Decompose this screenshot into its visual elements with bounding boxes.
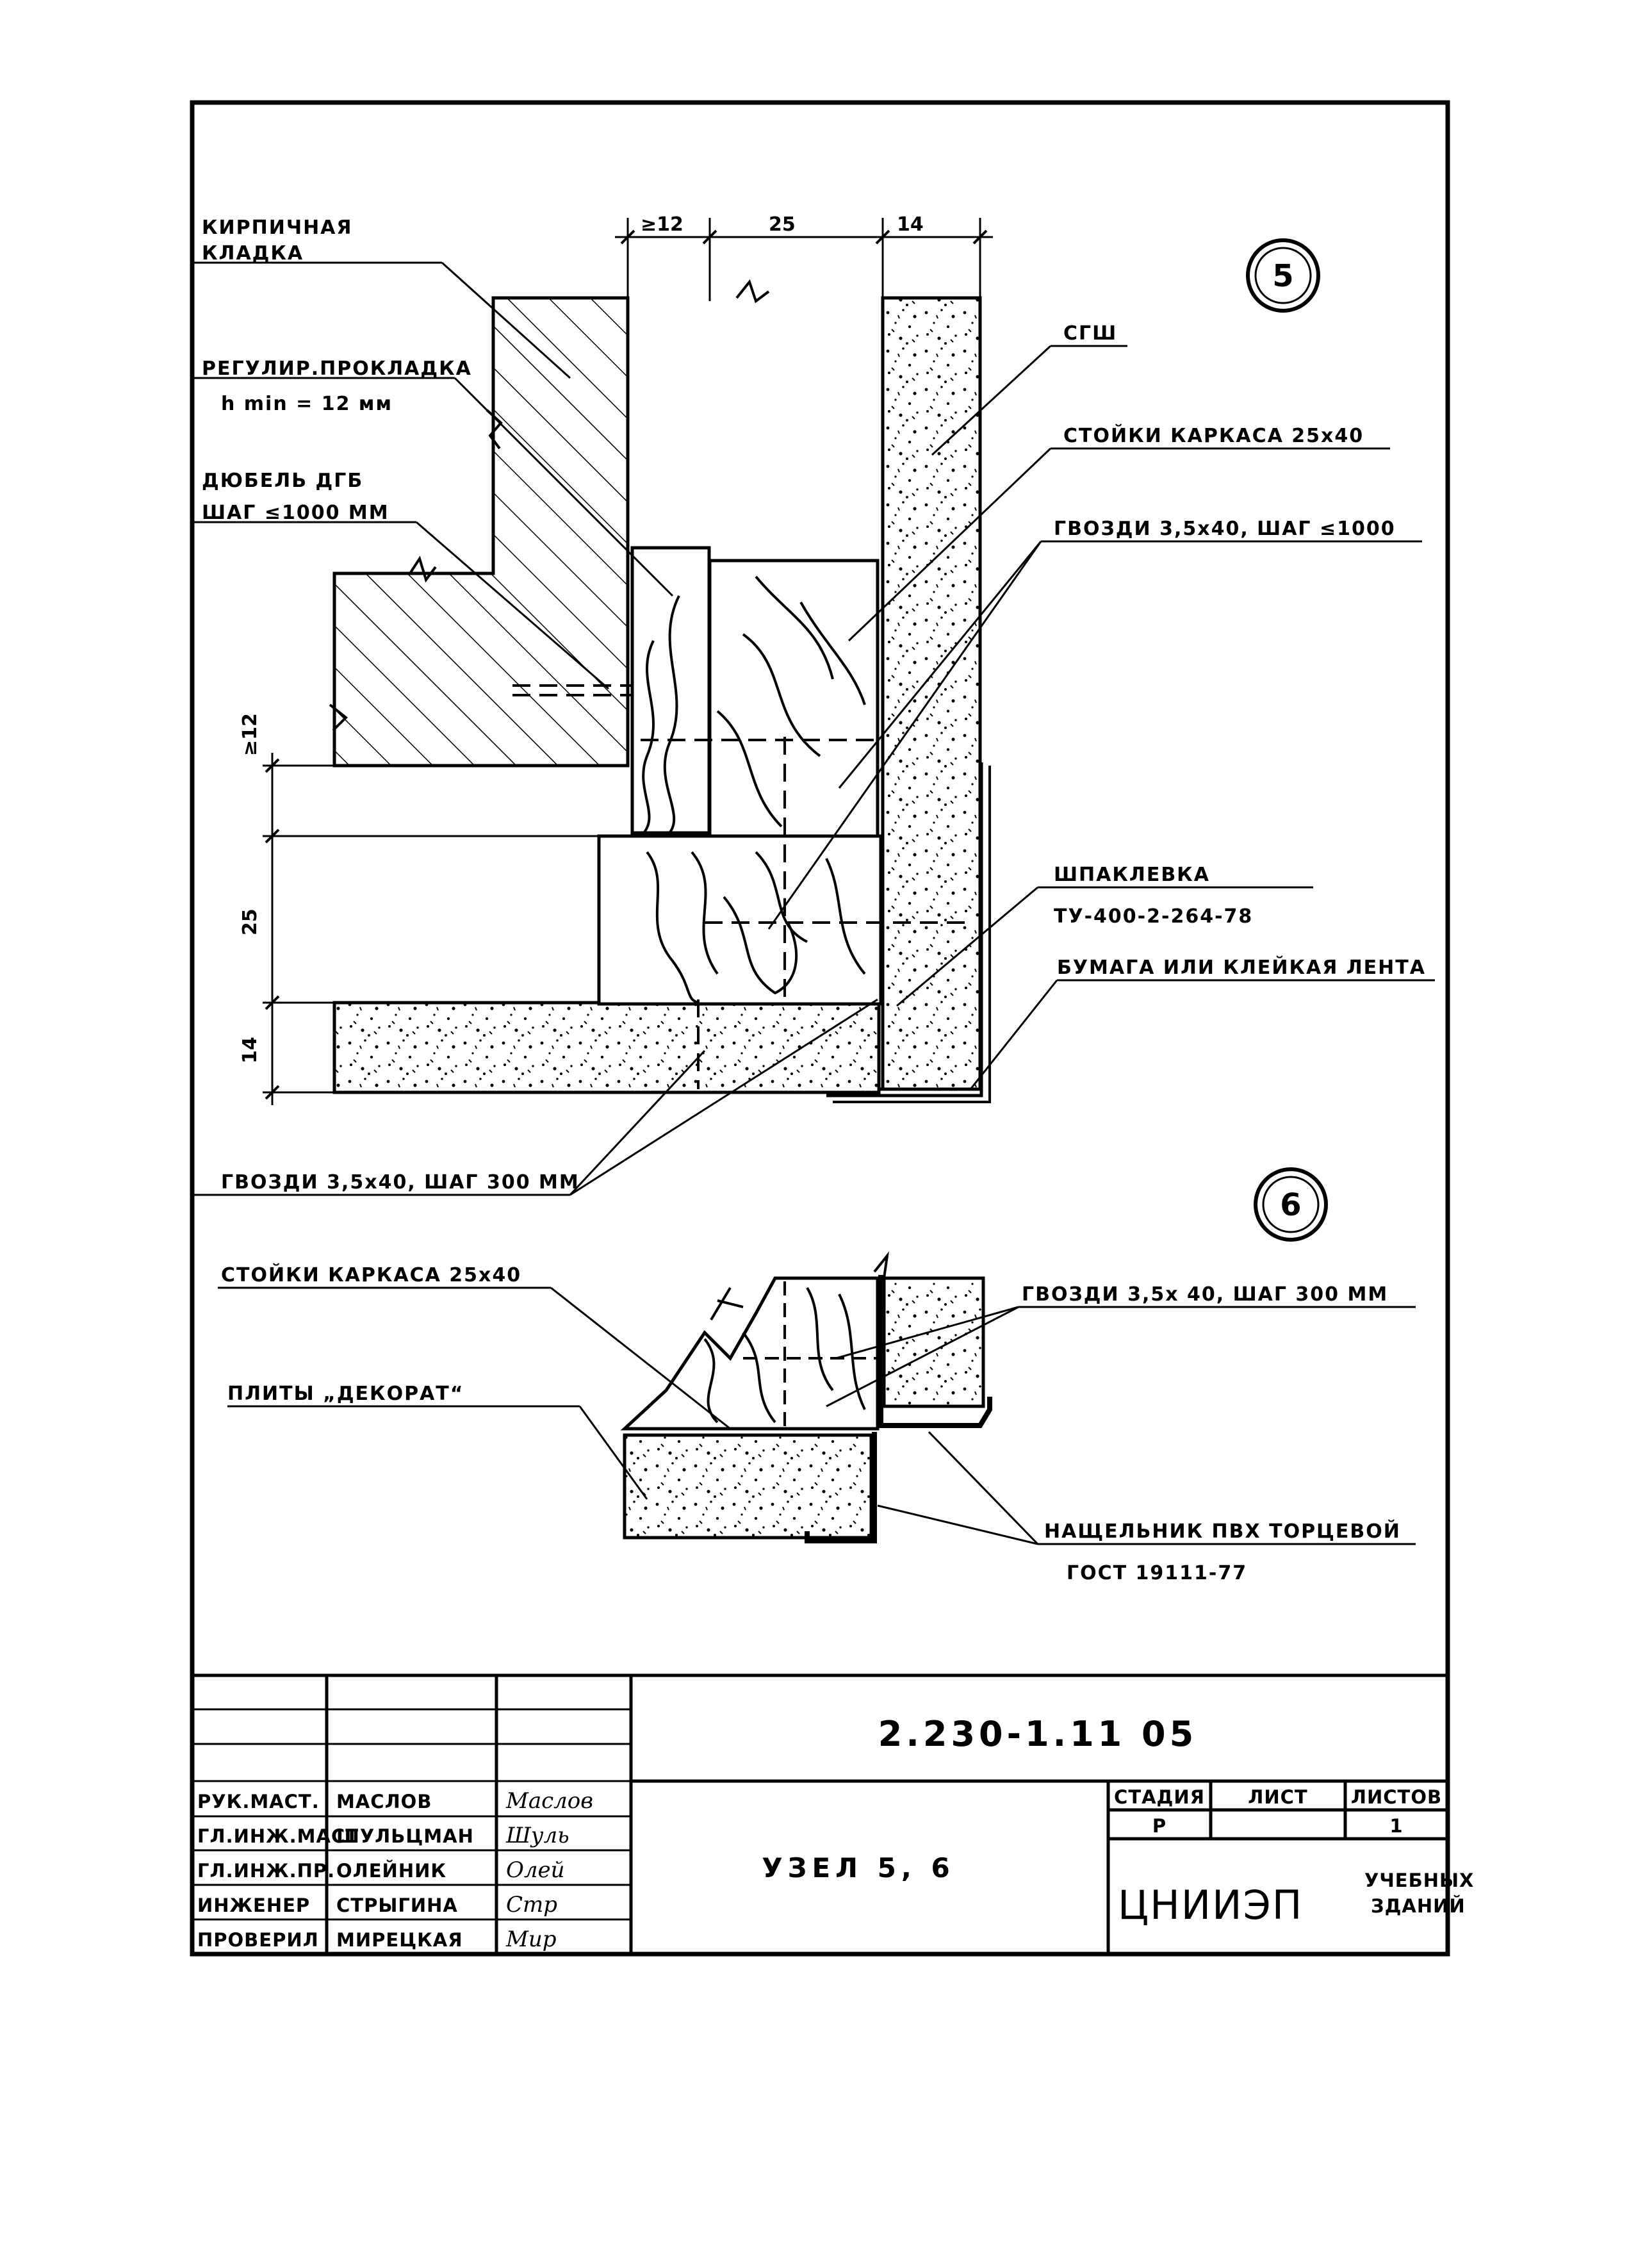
detail-6: 6: [218, 1167, 1416, 1584]
gypsum-board-vertical: [881, 296, 982, 1091]
staff-signature: Олей: [506, 1857, 565, 1883]
detail-6-number: 6: [1280, 1187, 1301, 1223]
detail-5-number-circle: [1246, 238, 1320, 313]
decorat-board-vertical: [882, 1276, 985, 1408]
organization-sub-line2: ЗДАНИЙ: [1371, 1895, 1466, 1917]
staff-role: ГЛ.ИНЖ.МАСТ: [197, 1825, 359, 1847]
stage-header: СТАДИЯ: [1114, 1786, 1205, 1808]
dim-left-stud: 25: [239, 908, 261, 935]
dim-top-gap: ≥12: [641, 213, 684, 236]
label-masonry-line2: КЛАДКА: [202, 242, 304, 265]
label-studs-6: СТОЙКИ КАРКАСА 25х40: [221, 1263, 521, 1286]
staff-role: ГЛ.ИНЖ.ПР.: [197, 1860, 335, 1882]
staff-table: РУК.МАСТ. МАСЛОВ Маслов ГЛ.ИНЖ.МАСТ ШУЛЬ…: [197, 1788, 593, 1952]
staff-name: ШУЛЬЦМАН: [336, 1825, 474, 1847]
label-studs: СТОЙКИ КАРКАСА 25х40: [1063, 424, 1364, 447]
sheet-header: ЛИСТ: [1248, 1786, 1307, 1808]
label-putty-line2: ТУ-400-2-264-78: [1054, 905, 1253, 928]
staff-name: МИРЕЦКАЯ: [336, 1929, 463, 1951]
pvc-cover-upper: [878, 1275, 992, 1428]
label-masonry-line1: КИРПИЧНАЯ: [202, 217, 353, 239]
detail-6-number-circle: [1254, 1167, 1328, 1242]
label-panels: ПЛИТЫ „ДЕКОРАТ“: [227, 1383, 464, 1405]
sheets-value: 1: [1389, 1815, 1403, 1837]
label-cover-line2: ГОСТ 19111-77: [1067, 1562, 1247, 1584]
drawing-code: 2.230-1.11 05: [878, 1714, 1197, 1754]
staff-role: РУК.МАСТ.: [197, 1791, 320, 1812]
label-tape: БУМАГА ИЛИ КЛЕЙКАЯ ЛЕНТА: [1057, 956, 1426, 979]
label-nails-bottom: ГВОЗДИ 3,5х40, ШАГ 300 ММ: [221, 1171, 580, 1194]
label-cover-line1: НАЩЕЛЬНИК ПВХ ТОРЦЕВОЙ: [1044, 1520, 1401, 1543]
label-nails-6: ГВОЗДИ 3,5х 40, ШАГ 300 ММ: [1022, 1283, 1388, 1306]
dim-top-board: 14: [897, 213, 924, 236]
dim-top-stud: 25: [769, 213, 796, 236]
detail-5: 5: [192, 213, 1435, 1196]
staff-signature: Мир: [505, 1927, 556, 1952]
label-nails-top: ГВОЗДИ 3,5х40, ШАГ ≤1000: [1054, 518, 1396, 540]
frame-stud-corner: [620, 1276, 880, 1431]
label-gypsum: СГШ: [1063, 322, 1117, 345]
organization-sub-line1: УЧЕБНЫХ: [1364, 1869, 1474, 1891]
staff-signature: Стр: [506, 1892, 557, 1918]
title-block: 2.230-1.11 05 УЗЕЛ 5, 6 СТАДИЯ ЛИСТ ЛИСТ…: [192, 1673, 1474, 1954]
label-dowel-line1: ДЮБЕЛЬ ДГБ: [202, 470, 363, 492]
staff-name: СТРЫГИНА: [336, 1894, 458, 1916]
staff-name: ОЛЕЙНИК: [336, 1860, 446, 1882]
label-putty-line1: ШПАКЛЕВКА: [1054, 864, 1210, 886]
staff-signature: Маслов: [505, 1788, 593, 1814]
label-dowel-line2: ШАГ ≤1000 ММ: [202, 502, 389, 524]
frame-stud-lower: [597, 834, 883, 1006]
staff-role: ПРОВЕРИЛ: [197, 1929, 319, 1951]
sheet-frame: [190, 100, 1450, 1957]
staff-signature: Шуль: [505, 1823, 569, 1848]
staff-name: МАСЛОВ: [336, 1791, 432, 1812]
label-shim-line1: РЕГУЛИР.ПРОКЛАДКА: [202, 357, 472, 380]
dim-left-board: 14: [239, 1037, 261, 1064]
frame-stud-upper: [708, 559, 880, 844]
sheets-header: ЛИСТОВ: [1351, 1786, 1442, 1808]
node-title: УЗЕЛ 5, 6: [762, 1852, 954, 1884]
organization: ЦНИИЭП: [1118, 1882, 1303, 1928]
gypsum-board-horizontal: [332, 1001, 881, 1094]
label-shim-line2: h min = 12 мм: [221, 393, 393, 415]
dim-left-gap: ≥12: [239, 713, 261, 756]
decorat-board-horizontal: [623, 1433, 873, 1540]
detail-5-number: 5: [1272, 258, 1293, 294]
stage-value: Р: [1152, 1815, 1166, 1837]
staff-role: ИНЖЕНЕР: [197, 1894, 310, 1916]
pvc-cover-lower: [805, 1432, 877, 1543]
